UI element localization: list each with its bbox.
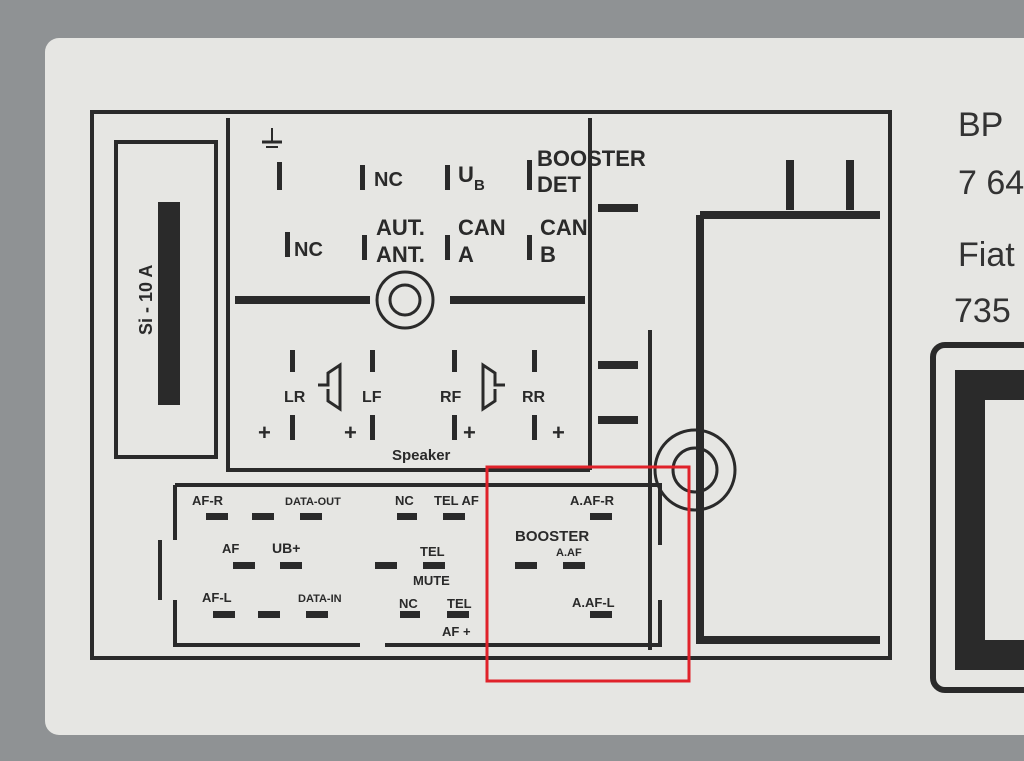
fuse-frame bbox=[114, 140, 218, 459]
diagram-label: TEL bbox=[420, 544, 445, 559]
diagram-label: AUT. bbox=[376, 215, 425, 240]
diagram-label: B bbox=[540, 242, 556, 267]
diagram-label: TEL AF bbox=[434, 493, 479, 508]
diagram-label: NC bbox=[294, 239, 323, 261]
mount-hole-icon bbox=[653, 428, 737, 512]
diagram-label: + bbox=[552, 420, 565, 445]
antenna-socket-icon bbox=[375, 270, 435, 330]
diagram-label: A bbox=[458, 242, 474, 267]
speaker-block: LR LF RF RR Speaker + + + + bbox=[258, 350, 565, 464]
fuse-bar bbox=[158, 202, 180, 405]
diagram-label: DET bbox=[537, 172, 582, 197]
diagram-label: BOOSTER bbox=[537, 146, 646, 171]
diagram-label: RR bbox=[522, 389, 546, 406]
diagram-label: Fiat bbox=[958, 236, 1015, 274]
diagram-label: NC bbox=[395, 493, 414, 508]
diagram-label: DATA-IN bbox=[298, 593, 342, 605]
product-label bbox=[45, 38, 1024, 735]
diagram-label: LR bbox=[284, 389, 306, 406]
diagram-label: + bbox=[463, 420, 476, 445]
diagram-label: Speaker bbox=[392, 447, 451, 464]
diagram-label: LF bbox=[362, 389, 382, 406]
diagram-label: BP bbox=[958, 106, 1003, 144]
diagram-label: + bbox=[344, 420, 357, 445]
diagram-label: A.AF-R bbox=[570, 493, 615, 508]
diagram-label: A.AF bbox=[556, 547, 582, 559]
diagram-label: RF bbox=[440, 389, 462, 406]
diagram-label: MUTE bbox=[413, 573, 450, 588]
diagram-label: AF + bbox=[442, 624, 471, 639]
diagram-label: AF-R bbox=[192, 493, 224, 508]
diagram-label: DATA-OUT bbox=[285, 496, 341, 508]
diagram-label: B bbox=[474, 177, 485, 194]
iso-connector: AF-R DATA-OUT NC TEL AF AF UB+ TEL MUTE … bbox=[192, 493, 615, 639]
diagram-label: TEL bbox=[447, 596, 472, 611]
diagram-label: U bbox=[458, 162, 474, 187]
speaker-left-icon bbox=[318, 362, 342, 412]
diagram-label: 735 bbox=[954, 292, 1011, 330]
top-connector-frame bbox=[226, 118, 590, 472]
diagram-label: UB+ bbox=[272, 540, 300, 556]
diagram-label: BOOSTER bbox=[515, 528, 589, 545]
highlight-box bbox=[485, 465, 691, 683]
speaker-right-icon bbox=[481, 362, 505, 412]
fuse-label: Si - 10 A bbox=[136, 265, 156, 335]
diagram-label: NC bbox=[399, 596, 418, 611]
diagram-label: ANT. bbox=[376, 242, 425, 267]
diagram-label: CAN bbox=[540, 215, 588, 240]
diagram-label: + bbox=[258, 420, 271, 445]
diagram-label: A.AF-L bbox=[572, 595, 615, 610]
diagram-label: CAN bbox=[458, 215, 506, 240]
ground-icon bbox=[262, 128, 282, 148]
diagram-label: NC bbox=[374, 169, 403, 191]
diagram-label: AF-L bbox=[202, 590, 232, 605]
diagram-label: 7 64 bbox=[958, 164, 1024, 202]
diagram-label: AF bbox=[222, 541, 239, 556]
diagram-outer-frame bbox=[90, 110, 892, 660]
